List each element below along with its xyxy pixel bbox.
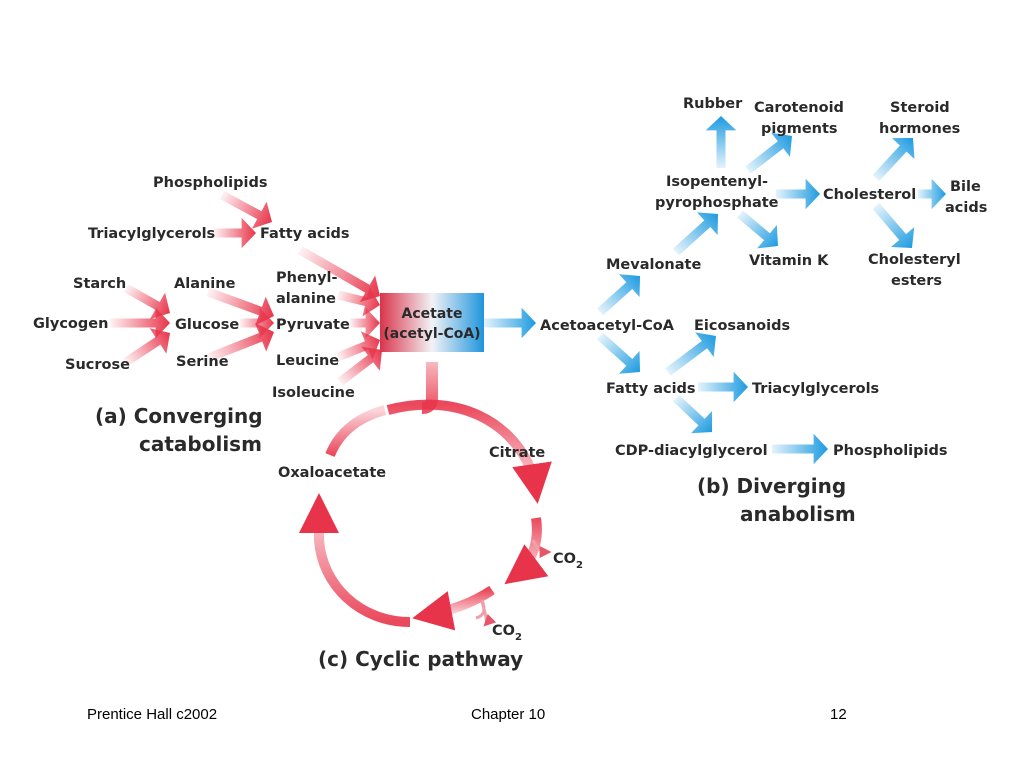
co2-label-2: CO2 (492, 623, 522, 643)
arrow-acetoacetyl-coa-to-mevalonate (596, 274, 641, 316)
node-serine: Serine (176, 354, 229, 370)
node-bile-2: acids (945, 200, 987, 216)
footer-publisher: Prentice Hall c2002 (87, 706, 218, 723)
node-phenylalanine-1: Phenyl- (276, 270, 338, 286)
node-rubber: Rubber (683, 96, 743, 112)
arrow-pyruvate-to-acetate (350, 307, 380, 339)
arrow-isopentenyl-to-vitamin-k (737, 210, 779, 249)
panel-b-labels: Acetoacetyl-CoA Mevalonate Isopentenyl- … (540, 96, 987, 526)
anabolism-arrows (484, 116, 946, 465)
node-eicosanoids: Eicosanoids (694, 318, 790, 334)
node-triacylglycerols-a: Triacylglycerols (88, 226, 215, 242)
arrow-isoleucine-to-acetate (337, 346, 382, 386)
cyclic-pathway-arrows (299, 362, 552, 631)
arrow-leucine-to-acetate (336, 331, 380, 362)
footer-page-number: 12 (830, 706, 847, 723)
node-starch: Starch (73, 276, 126, 292)
panel-c-labels: Citrate Oxaloacetate CO2 CO2 (c) Cyclic … (278, 445, 583, 671)
node-phenylalanine-2: alanine (276, 291, 336, 307)
arrow-isopentenyl-to-rubber (705, 116, 737, 168)
node-cholesterol: Cholesterol (823, 187, 916, 203)
arrow-triacylglycerols-to-fatty-acids (214, 217, 256, 249)
arrow-glycogen-to-glucose (110, 307, 170, 339)
panel-b-title-2: anabolism (740, 502, 856, 526)
co2-branch-1 (531, 539, 552, 558)
arrow-serine-to-pyruvate (206, 323, 275, 363)
panel-a-labels: Phospholipids Triacylglycerols Fatty aci… (33, 175, 355, 456)
arrow-cholesterol-to-steroid (872, 138, 915, 182)
node-isoleucine: Isoleucine (272, 385, 355, 401)
cycle-arc-top-left (325, 405, 387, 458)
arrow-mevalonate-to-isopentenyl (672, 212, 718, 256)
node-phospholipids-b: Phospholipids (833, 443, 948, 459)
arrow-phenylalanine-to-acetate (336, 286, 381, 317)
node-phospholipids-a: Phospholipids (153, 175, 268, 191)
co2-label-1: CO2 (553, 551, 583, 571)
arrow-fatty-acids-to-triacylglycerols (698, 371, 748, 403)
arrow-alanine-to-pyruvate (206, 287, 275, 326)
arrow-isopentenyl-to-cholesterol (776, 178, 820, 210)
arrow-cholesterol-to-bile-acids (918, 178, 946, 210)
acetyl-coa-label: (acetyl-CoA) (383, 326, 480, 342)
panel-c-title: (c) Cyclic pathway (318, 647, 523, 671)
arrow-cholesterol-to-cholesteryl (872, 203, 915, 249)
node-mevalonate: Mevalonate (606, 257, 701, 273)
node-fatty-acids-b: Fatty acids (606, 381, 696, 397)
cycle-arc-left (299, 492, 411, 627)
acetate-box: Acetate (acetyl-CoA) (380, 293, 484, 352)
node-triacylglycerols-b: Triacylglycerols (752, 381, 879, 397)
arrow-fatty-acids-to-eicosanoids (665, 332, 717, 376)
cycle-arc-top-right (386, 399, 552, 504)
panel-a-title-2: catabolism (139, 432, 262, 456)
node-steroid-2: hormones (879, 121, 960, 137)
co2-branch-2b (480, 601, 497, 627)
arrow-phospholipids-to-fatty-acids (219, 191, 273, 229)
node-citrate: Citrate (489, 445, 545, 461)
node-vitamin-k: Vitamin K (749, 253, 829, 269)
node-leucine: Leucine (276, 353, 339, 369)
panel-b-title-1: (b) Diverging (697, 474, 846, 498)
cycle-arc-right (504, 517, 549, 585)
node-carotenoid-2: pigments (761, 121, 838, 137)
node-steroid-1: Steroid (890, 100, 950, 116)
catabolism-arrows (110, 191, 382, 386)
cycle-arc-bottom (412, 585, 495, 631)
arrow-fatty-acids-to-cdp-diacylglycerol (672, 394, 713, 434)
arrow-isopentenyl-to-carotenoid (745, 132, 793, 174)
node-oxaloacetate: Oxaloacetate (278, 465, 386, 481)
acetate-label: Acetate (402, 306, 463, 322)
arrow-sucrose-to-glucose (123, 328, 171, 366)
node-pyruvate: Pyruvate (276, 317, 350, 333)
node-fatty-acids-a: Fatty acids (260, 226, 350, 242)
node-acetoacetyl-coa: Acetoacetyl-CoA (540, 318, 675, 334)
node-cholesteryl-1: Cholesteryl (868, 252, 961, 268)
arrow-acetoacetyl-coa-to-fatty-acids (596, 332, 641, 374)
node-glycogen: Glycogen (33, 316, 108, 332)
node-bile-1: Bile (950, 179, 981, 195)
node-cdp-diacylglycerol: CDP-diacylglycerol (615, 443, 768, 459)
node-sucrose: Sucrose (65, 357, 130, 373)
node-glucose: Glucose (175, 317, 239, 333)
arrow-fatty-acids-to-acetate (297, 246, 381, 303)
arrow-cdp-diacylglycerol-to-phospholipids (772, 433, 828, 465)
node-isopentenyl-2: pyrophosphate (655, 195, 779, 211)
node-isopentenyl-1: Isopentenyl- (666, 174, 768, 190)
node-carotenoid-1: Carotenoid (754, 100, 844, 116)
panel-a-title-1: (a) Converging (95, 404, 263, 428)
arrow-acetate-to-acetoacetyl-coa (484, 307, 536, 339)
node-alanine: Alanine (174, 276, 236, 292)
arrow-starch-to-glucose (123, 284, 170, 320)
footer-chapter: Chapter 10 (471, 706, 546, 723)
node-cholesteryl-2: esters (891, 273, 942, 289)
